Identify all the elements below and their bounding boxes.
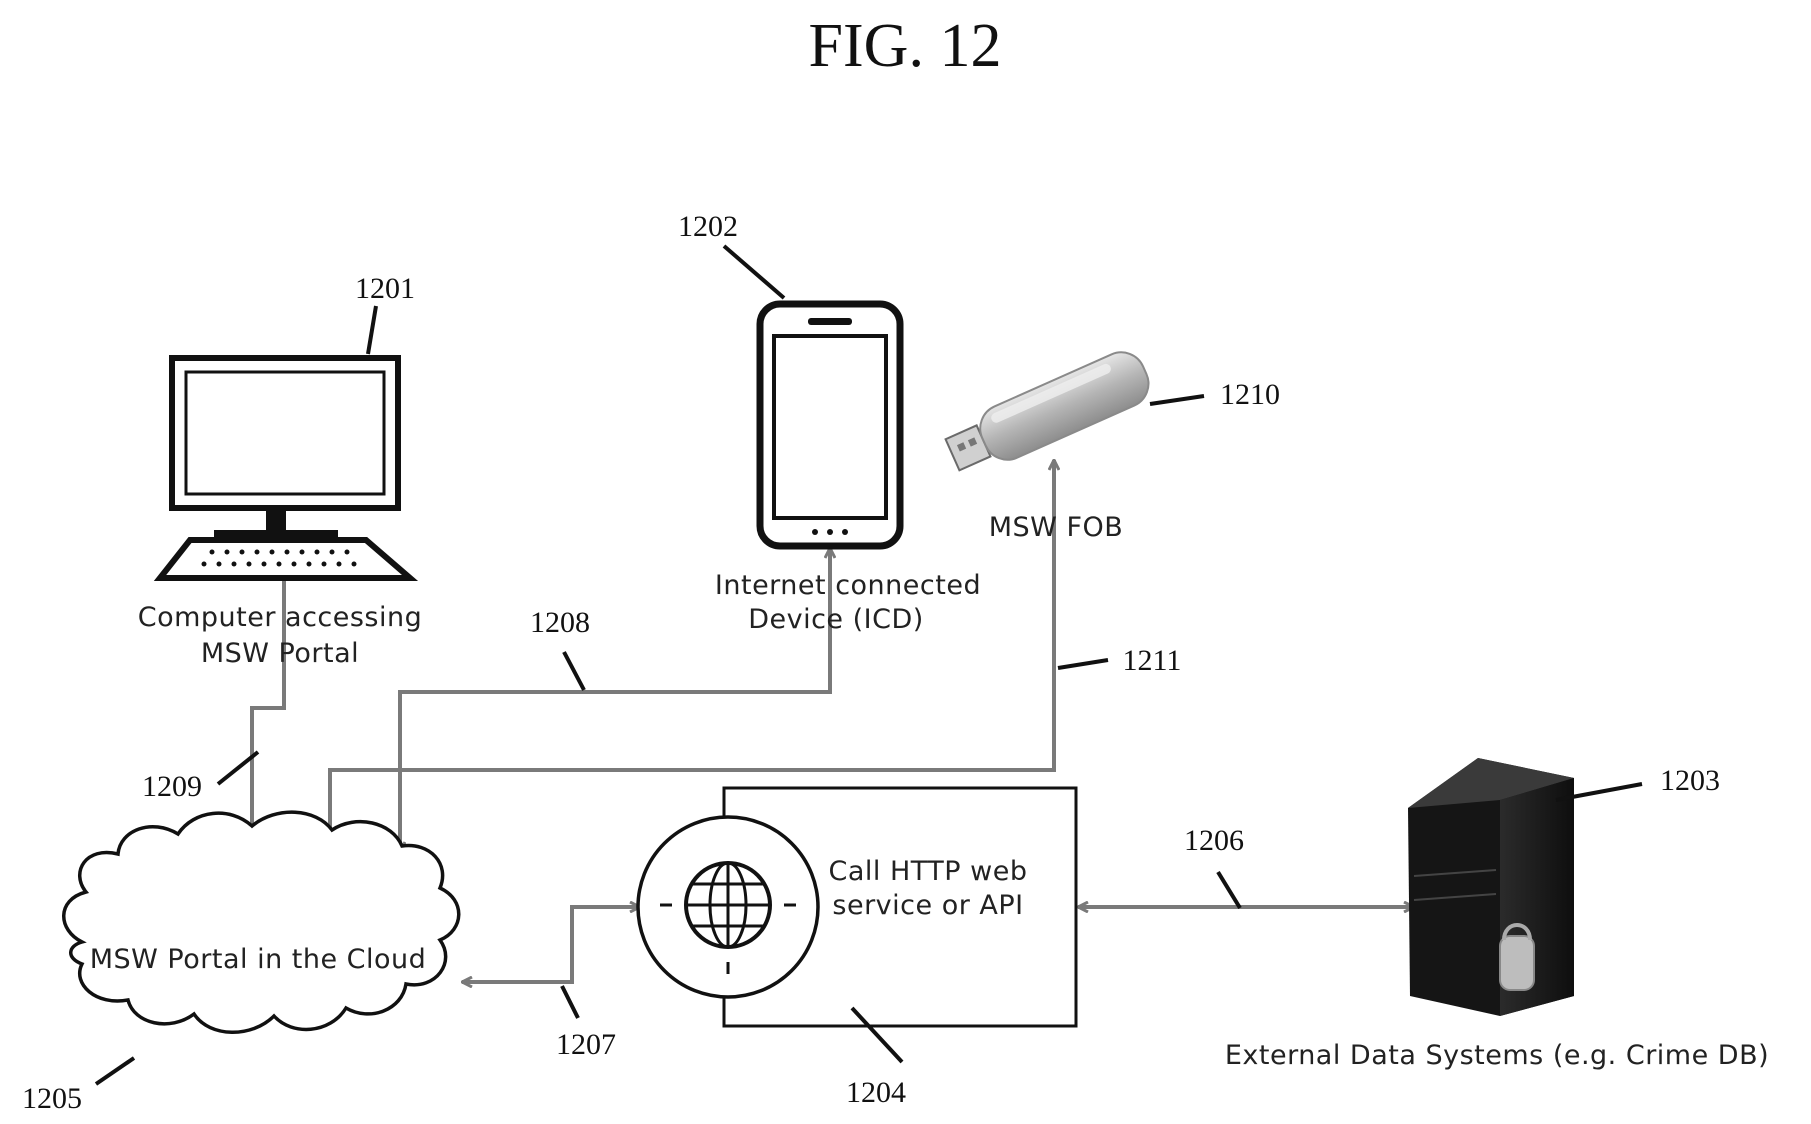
connector-1211-leader	[1058, 660, 1108, 668]
api-label-line1: Call HTTP web	[829, 856, 1028, 887]
connector-api-external-ref: 1206	[1184, 824, 1244, 857]
smartphone-icon	[760, 304, 900, 546]
device-ref: 1202	[678, 210, 738, 243]
device-label-line2: Device (ICD)	[748, 604, 924, 635]
device-ref-leader	[724, 246, 784, 298]
cloud-ref: 1205	[22, 1082, 82, 1115]
api-ref: 1204	[846, 1076, 906, 1109]
fob-label: MSW FOB	[989, 512, 1124, 543]
cloud-label: MSW Portal in the Cloud	[90, 944, 427, 975]
connector-cloud-api	[462, 907, 640, 982]
computer-label-line1: Computer accessing	[138, 602, 423, 633]
cloud-ref-leader	[96, 1058, 134, 1084]
computer-label-line2: MSW Portal	[201, 638, 359, 669]
connector-1206-leader	[1218, 872, 1240, 908]
external-ref: 1203	[1660, 764, 1720, 797]
server-tower-icon	[1408, 758, 1574, 1016]
connector-1207-leader	[562, 986, 578, 1018]
device-label-line1: Internet connected	[715, 570, 981, 601]
fob-ref: 1210	[1220, 378, 1280, 411]
cloud-icon	[64, 812, 459, 1032]
connector-fob-cloud	[330, 460, 1054, 840]
external-label: External Data Systems (e.g. Crime DB)	[1225, 1040, 1769, 1071]
connector-computer-cloud	[252, 555, 284, 840]
connector-computer-cloud-ref: 1209	[142, 770, 202, 803]
figure-title: FIG. 12	[809, 12, 1002, 80]
connector-fob-cloud-ref: 1211	[1123, 644, 1182, 677]
fob-ref-leader	[1150, 396, 1204, 404]
connector-device-cloud-ref: 1208	[530, 606, 590, 639]
computer-ref-leader	[368, 306, 376, 354]
desktop-computer-icon	[160, 358, 410, 578]
connector-cloud-api-ref: 1207	[556, 1028, 616, 1061]
usb-fob-icon	[942, 345, 1157, 482]
api-label-line2: service or API	[832, 890, 1023, 921]
connector-1208-leader	[564, 652, 584, 690]
computer-ref: 1201	[355, 272, 415, 305]
